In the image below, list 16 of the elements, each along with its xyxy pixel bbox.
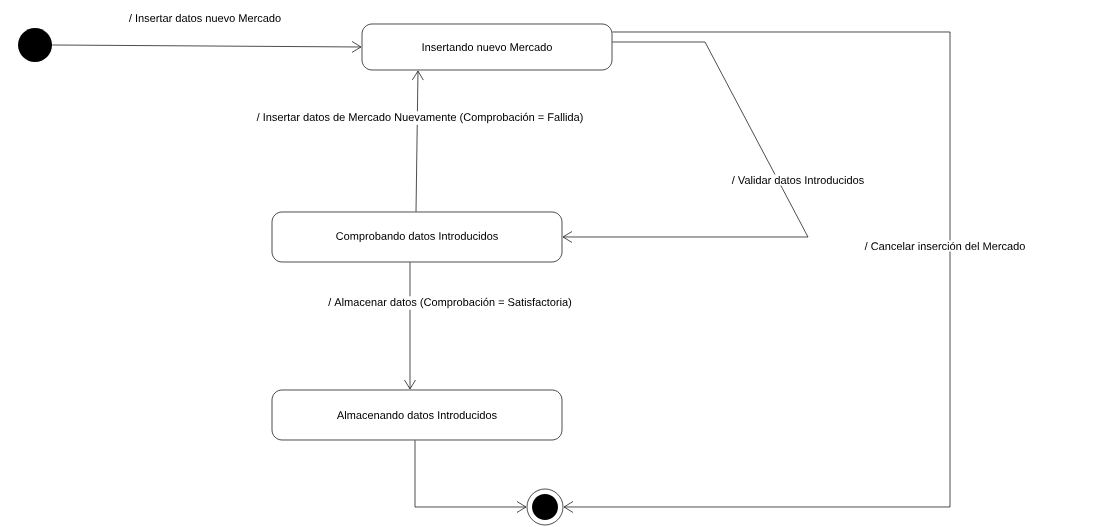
edge-label: / Insertar datos de Mercado Nuevamente (Comprobación = Fallida)	[255, 111, 585, 125]
transition-arrow	[563, 31, 951, 513]
transition-arrow	[562, 41, 809, 243]
transition-arrow	[414, 440, 527, 513]
edge-label: / Validar datos Introducidos	[730, 174, 866, 186]
edge-label: / Cancelar inserción del Mercado	[863, 240, 1027, 252]
transition-arrow	[51, 41, 362, 53]
edge-label: / Insertar datos nuevo Mercado	[127, 12, 283, 24]
final-state	[526, 488, 564, 526]
state-box: Insertando nuevo Mercado	[361, 23, 613, 71]
initial-state	[18, 28, 52, 62]
state-box: Comprobando datos Introducidos	[271, 211, 563, 263]
transition-arrow	[404, 262, 416, 390]
transition-arrow	[412, 70, 424, 212]
edge-label: / Almacenar datos (Comprobación = Satisfactoria)	[326, 296, 574, 310]
state-box: Almacenando datos Introducidos	[271, 389, 563, 441]
